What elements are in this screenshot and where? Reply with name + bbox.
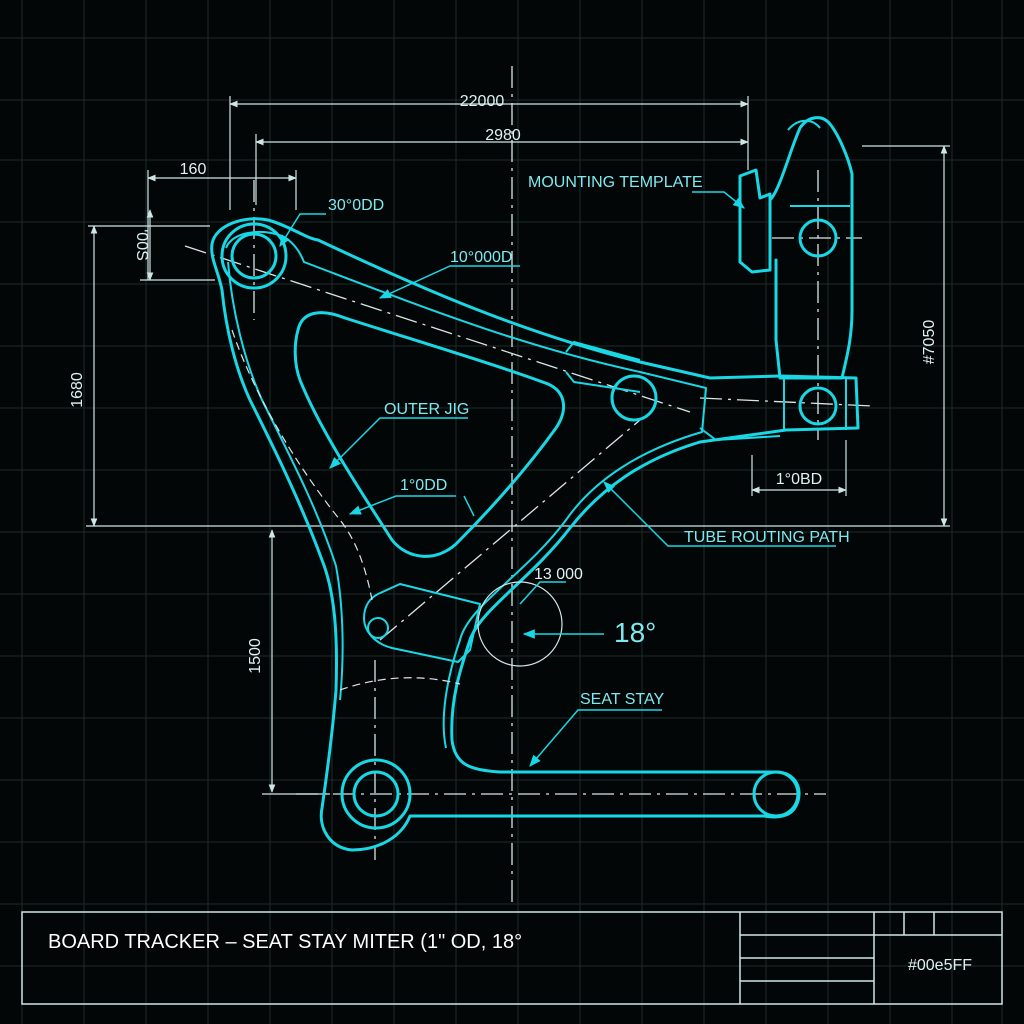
dim-pivot-od: 1°0BD — [776, 471, 822, 488]
dim-arc-radius: 13 000 — [534, 566, 583, 583]
lower-pivot-hole-inner — [352, 770, 400, 818]
dim-overall-width: 22000 — [460, 93, 505, 110]
title-block: BOARD TRACKER – SEAT STAY MITER (1" OD, … — [21, 911, 1003, 1005]
leaders — [279, 191, 836, 767]
holes — [220, 218, 838, 830]
callout-seat-stay: SEAT STAY — [580, 691, 665, 708]
callout-mid-od: 10°000D — [450, 249, 512, 266]
bracket-upper-hole — [798, 218, 838, 258]
callout-labels: 30°0DD 10°000D OUTER JIG 1°0DD MOUNTING … — [328, 174, 850, 708]
callout-inner-od: 1°0DD — [400, 477, 447, 494]
dimension-labels: 22000 2980 160 '00S 1680 1500 #7050 1°0B… — [69, 93, 938, 674]
callout-outer-jig: OUTER JIG — [384, 401, 469, 418]
bracket-lower-hole — [798, 386, 838, 426]
dim-lower-height: 1500 — [247, 638, 264, 674]
end-hole — [752, 770, 800, 818]
miter-notch — [363, 583, 481, 663]
dim-upper-left-height: '00S — [133, 229, 150, 261]
hidden-arc — [231, 329, 461, 691]
pivot-slot — [565, 341, 781, 441]
miter-hole — [367, 617, 389, 639]
upper-right-bracket — [738, 116, 854, 380]
dim-right-height: #7050 — [921, 320, 938, 365]
dim-left-offset: 160 — [180, 161, 207, 178]
mid-pivot-hole — [610, 374, 658, 422]
callout-top-od: 30°0DD — [328, 197, 384, 214]
drawing-title: BOARD TRACKER – SEAT STAY MITER (1" OD, … — [48, 931, 522, 953]
lower-pivot-hole-outer — [340, 758, 412, 830]
callout-angle: 18° — [614, 617, 656, 648]
callout-mounting-template: MOUNTING TEMPLATE — [528, 174, 703, 191]
center-lines — [184, 66, 873, 904]
inner-frame-outline — [225, 231, 707, 749]
title-block-frame — [21, 911, 1003, 1005]
dim-inner-width: 2980 — [485, 127, 521, 144]
seat-stay-part — [210, 116, 860, 852]
upper-pivot-hole-outer — [220, 222, 288, 290]
callout-tube-routing-path: TUBE ROUTING PATH — [684, 529, 850, 546]
upper-pivot-hole-inner — [230, 232, 278, 280]
bracket-inner — [783, 119, 850, 430]
dimension-lines — [86, 96, 950, 795]
angle-arc-circle — [477, 581, 563, 667]
drawing-code: #00e5FF — [908, 957, 972, 974]
dim-left-height: 1680 — [69, 372, 86, 408]
inner-cutout — [293, 311, 565, 558]
